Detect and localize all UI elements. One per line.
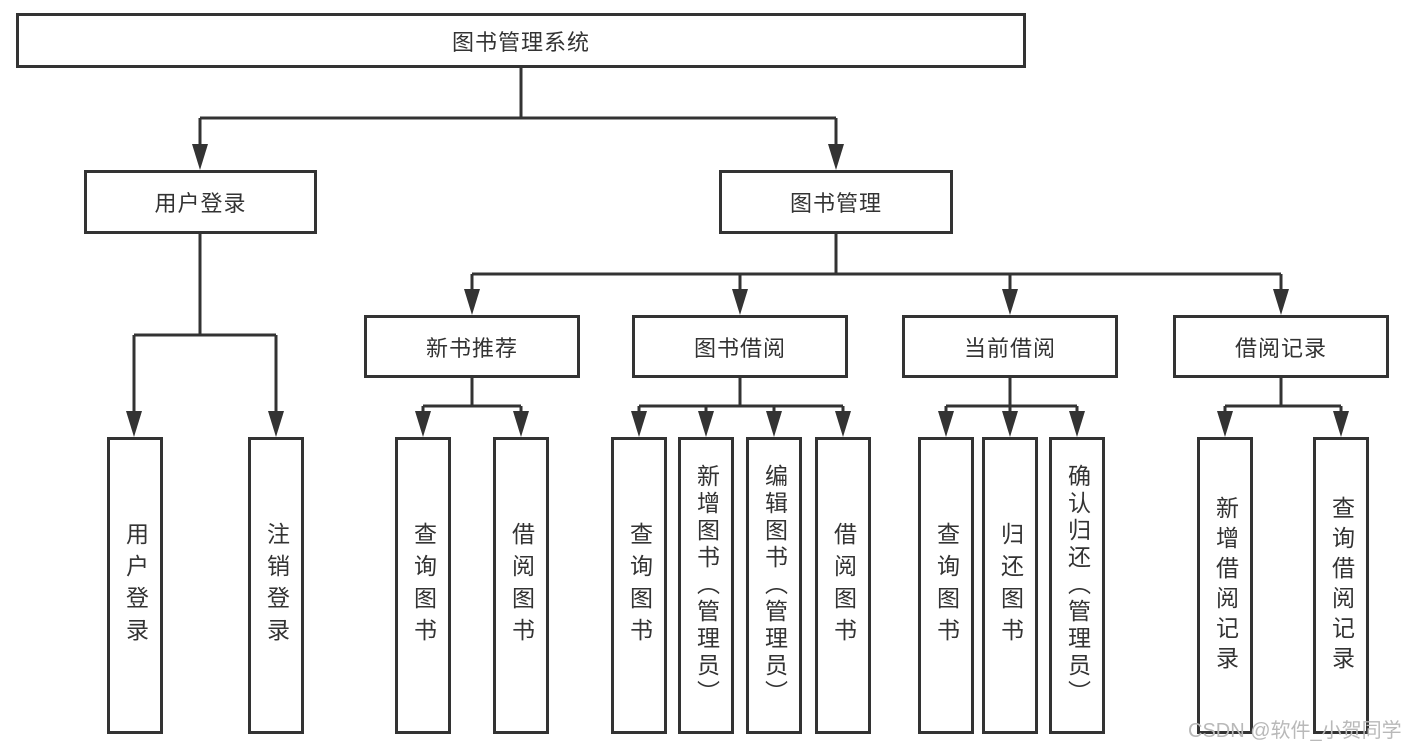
node-label: 借阅图书 bbox=[508, 521, 535, 650]
arrow-down-icon bbox=[938, 411, 954, 437]
arrow-down-icon bbox=[631, 411, 647, 437]
node-current-borrow: 当前借阅 bbox=[902, 315, 1118, 378]
connector-new-book-recommend-split bbox=[415, 378, 529, 437]
arrow-down-icon bbox=[464, 289, 480, 315]
arrow-down-icon bbox=[1069, 411, 1085, 437]
arrow-down-icon bbox=[1217, 411, 1233, 437]
arrow-down-icon bbox=[828, 144, 844, 170]
leaf-logout-login: 注销登录 bbox=[248, 437, 304, 734]
arrow-down-icon bbox=[1002, 289, 1018, 315]
arrow-down-icon bbox=[126, 411, 142, 437]
node-label: 新书推荐 bbox=[425, 335, 518, 361]
connector-root-split bbox=[192, 68, 844, 170]
connector-book-borrow-split bbox=[631, 378, 851, 437]
leaf-recommend-borrow-book: 借阅图书 bbox=[493, 437, 549, 734]
leaf-record-search-borrow-record: 查询借阅记录 bbox=[1313, 437, 1369, 734]
arrow-down-icon bbox=[698, 411, 714, 437]
node-label: 新增图书（管理员） bbox=[693, 464, 720, 707]
arrow-down-icon bbox=[1002, 411, 1018, 437]
node-borrow-record: 借阅记录 bbox=[1173, 315, 1389, 378]
node-label: 新增借阅记录 bbox=[1212, 495, 1239, 676]
node-label: 注销登录 bbox=[263, 521, 290, 650]
connector-current-borrow-split bbox=[938, 378, 1085, 437]
arrow-down-icon bbox=[766, 411, 782, 437]
node-label: 确认归还（管理员） bbox=[1064, 464, 1091, 707]
node-label: 图书借阅 bbox=[693, 335, 786, 361]
connector-borrow-record-split bbox=[1217, 378, 1349, 437]
node-label: 归还图书 bbox=[997, 521, 1024, 650]
node-label: 用户登录 bbox=[154, 191, 247, 216]
leaf-record-add-borrow-record: 新增借阅记录 bbox=[1197, 437, 1253, 734]
node-label: 当前借阅 bbox=[963, 335, 1056, 361]
node-label: 用户登录 bbox=[122, 521, 149, 650]
leaf-borrow-add-book-admin: 新增图书（管理员） bbox=[678, 437, 734, 734]
arrow-down-icon bbox=[732, 289, 748, 315]
node-book-borrow: 图书借阅 bbox=[632, 315, 848, 378]
arrow-down-icon bbox=[192, 144, 208, 170]
leaf-recommend-search-book: 查询图书 bbox=[395, 437, 451, 734]
leaf-current-search-book: 查询图书 bbox=[918, 437, 974, 734]
arrow-down-icon bbox=[1273, 289, 1289, 315]
node-label: 查询图书 bbox=[410, 521, 437, 650]
node-new-book-recommend: 新书推荐 bbox=[364, 315, 580, 378]
leaf-user-login: 用户登录 bbox=[107, 437, 163, 734]
arrow-down-icon bbox=[415, 411, 431, 437]
arrow-down-icon bbox=[268, 411, 284, 437]
csdn-watermark: CSDN @软件_小贺同学 bbox=[1188, 720, 1402, 742]
arrow-down-icon bbox=[513, 411, 529, 437]
leaf-borrow-search-book: 查询图书 bbox=[611, 437, 667, 734]
node-label: 借阅图书 bbox=[830, 521, 857, 650]
node-label: 查询借阅记录 bbox=[1328, 495, 1355, 676]
node-user-login: 用户登录 bbox=[84, 170, 317, 234]
node-root-library-management-system: 图书管理系统 bbox=[16, 13, 1026, 68]
node-label: 查询图书 bbox=[626, 521, 653, 650]
leaf-borrow-edit-book-admin: 编辑图书（管理员） bbox=[746, 437, 802, 734]
arrow-down-icon bbox=[835, 411, 851, 437]
node-book-management: 图书管理 bbox=[719, 170, 953, 234]
connector-user-login-split bbox=[126, 234, 284, 437]
connector-book-management-split bbox=[464, 234, 1289, 315]
leaf-borrow-borrow-book: 借阅图书 bbox=[815, 437, 871, 734]
node-label: 图书管理系统 bbox=[451, 29, 590, 55]
leaf-current-return-book: 归还图书 bbox=[982, 437, 1038, 734]
node-label: 借阅记录 bbox=[1234, 335, 1327, 361]
leaf-current-confirm-return-admin: 确认归还（管理员） bbox=[1049, 437, 1105, 734]
arrow-down-icon bbox=[1333, 411, 1349, 437]
node-label: 编辑图书（管理员） bbox=[761, 464, 788, 707]
node-label: 图书管理 bbox=[789, 191, 882, 216]
node-label: 查询图书 bbox=[933, 521, 960, 650]
